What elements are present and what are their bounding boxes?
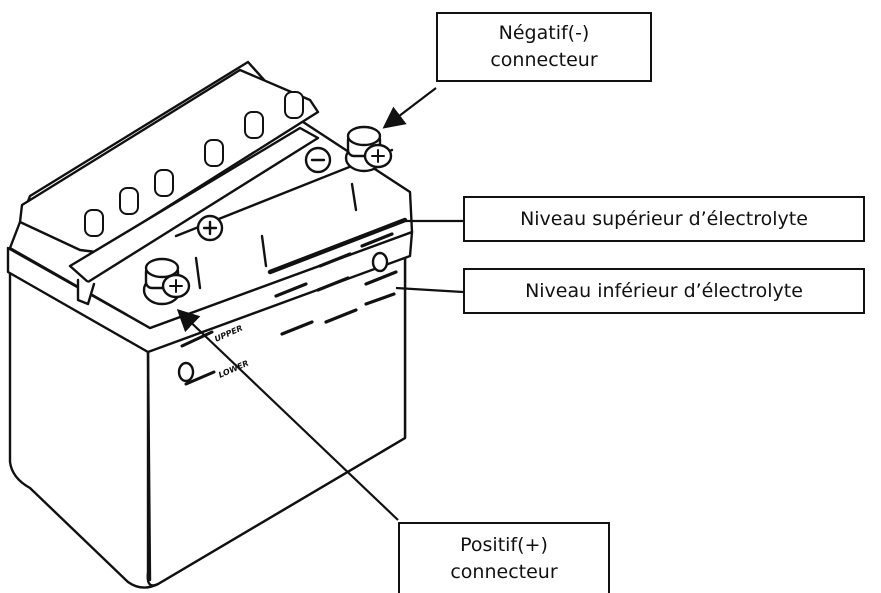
- positive-terminal: [142, 257, 191, 306]
- level-marks: [268, 232, 398, 336]
- upper-level-line: [267, 217, 408, 275]
- positive-label-line1: Positif(+): [460, 533, 548, 556]
- battery-illustration: [6, 60, 414, 589]
- rail-tab: [76, 278, 96, 306]
- lower-label-text: Niveau inférieur d’électrolyte: [525, 279, 803, 302]
- lower-level-leader: [395, 286, 464, 294]
- cap-rail: [18, 68, 320, 254]
- positive-connector-label: Positif(+) connecteur: [398, 522, 610, 593]
- positive-label-line2: connecteur: [450, 560, 558, 583]
- negative-terminal: [344, 125, 393, 173]
- lower-electrolyte-label: Niveau inférieur d’électrolyte: [463, 268, 865, 314]
- front-hole: [177, 361, 195, 383]
- negative-connector-label: Négatif(-) connecteur: [436, 12, 652, 82]
- negative-label-line1: Négatif(-): [498, 22, 590, 44]
- positive-arrow: [176, 308, 399, 521]
- callout-lines: [176, 87, 464, 521]
- vent-caps: [84, 91, 304, 237]
- lid-ridges: [194, 182, 358, 290]
- battery-edge: [146, 346, 152, 582]
- negative-label-line2: connecteur: [490, 49, 598, 71]
- side-hole: [371, 251, 389, 273]
- upper-label-text: Niveau supérieur d’électrolyte: [520, 207, 808, 230]
- battery-side-face: [146, 250, 407, 587]
- cap-rail-front: [68, 126, 320, 284]
- front-level-marks: [180, 330, 216, 386]
- negative-arrow: [382, 87, 437, 129]
- upper-electrolyte-label: Niveau supérieur d’électrolyte: [463, 196, 865, 242]
